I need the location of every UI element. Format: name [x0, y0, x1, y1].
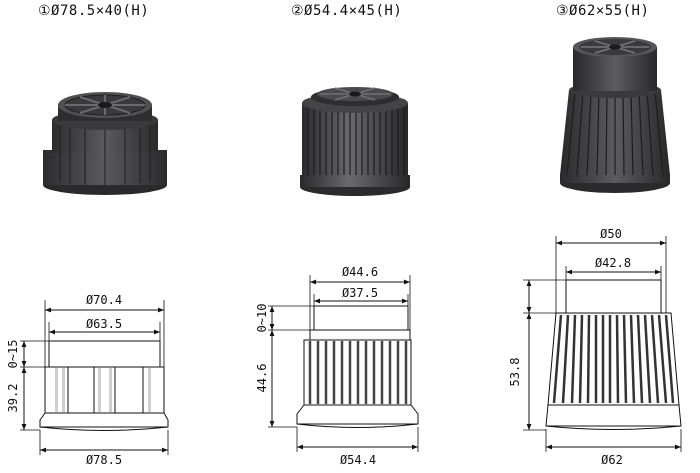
product-1-title: ①Ø78.5×40(H) [38, 3, 150, 19]
d2-adjust-label: 0~10 [255, 304, 269, 333]
d1-adjust-label: 0~15 [6, 340, 20, 369]
d3-top-inner-label: Ø42.8 [595, 256, 631, 270]
product-3-title: ③Ø62×55(H) [556, 3, 650, 19]
d3-base-label: Ø62 [601, 453, 623, 467]
product-3-photo [560, 37, 670, 193]
d2-base-label: Ø54.4 [340, 453, 376, 467]
d2-top-inner-label: Ø37.5 [342, 286, 378, 300]
d1-top-outer-label: Ø70.4 [86, 293, 122, 307]
d1-base-label: Ø78.5 [86, 453, 122, 467]
d3-top-outer-label: Ø50 [600, 227, 622, 241]
d1-height-label: 39.2 [6, 384, 20, 413]
drawing-2 [268, 275, 419, 452]
product-1-photo [43, 92, 167, 195]
technical-drawings: Ø70.4 Ø63.5 Ø78.5 0~15 39.2 [6, 227, 682, 467]
d2-height-label: 44.6 [255, 364, 269, 393]
d2-top-outer-label: Ø44.6 [342, 265, 378, 279]
product-2-photo [300, 87, 410, 196]
product-2-title: ②Ø54.4×45(H) [291, 3, 403, 19]
d3-height-label: 53.8 [508, 358, 522, 387]
drawing-1 [20, 300, 169, 455]
d1-top-inner-label: Ø63.5 [86, 317, 122, 331]
drawing-3 [523, 236, 682, 452]
